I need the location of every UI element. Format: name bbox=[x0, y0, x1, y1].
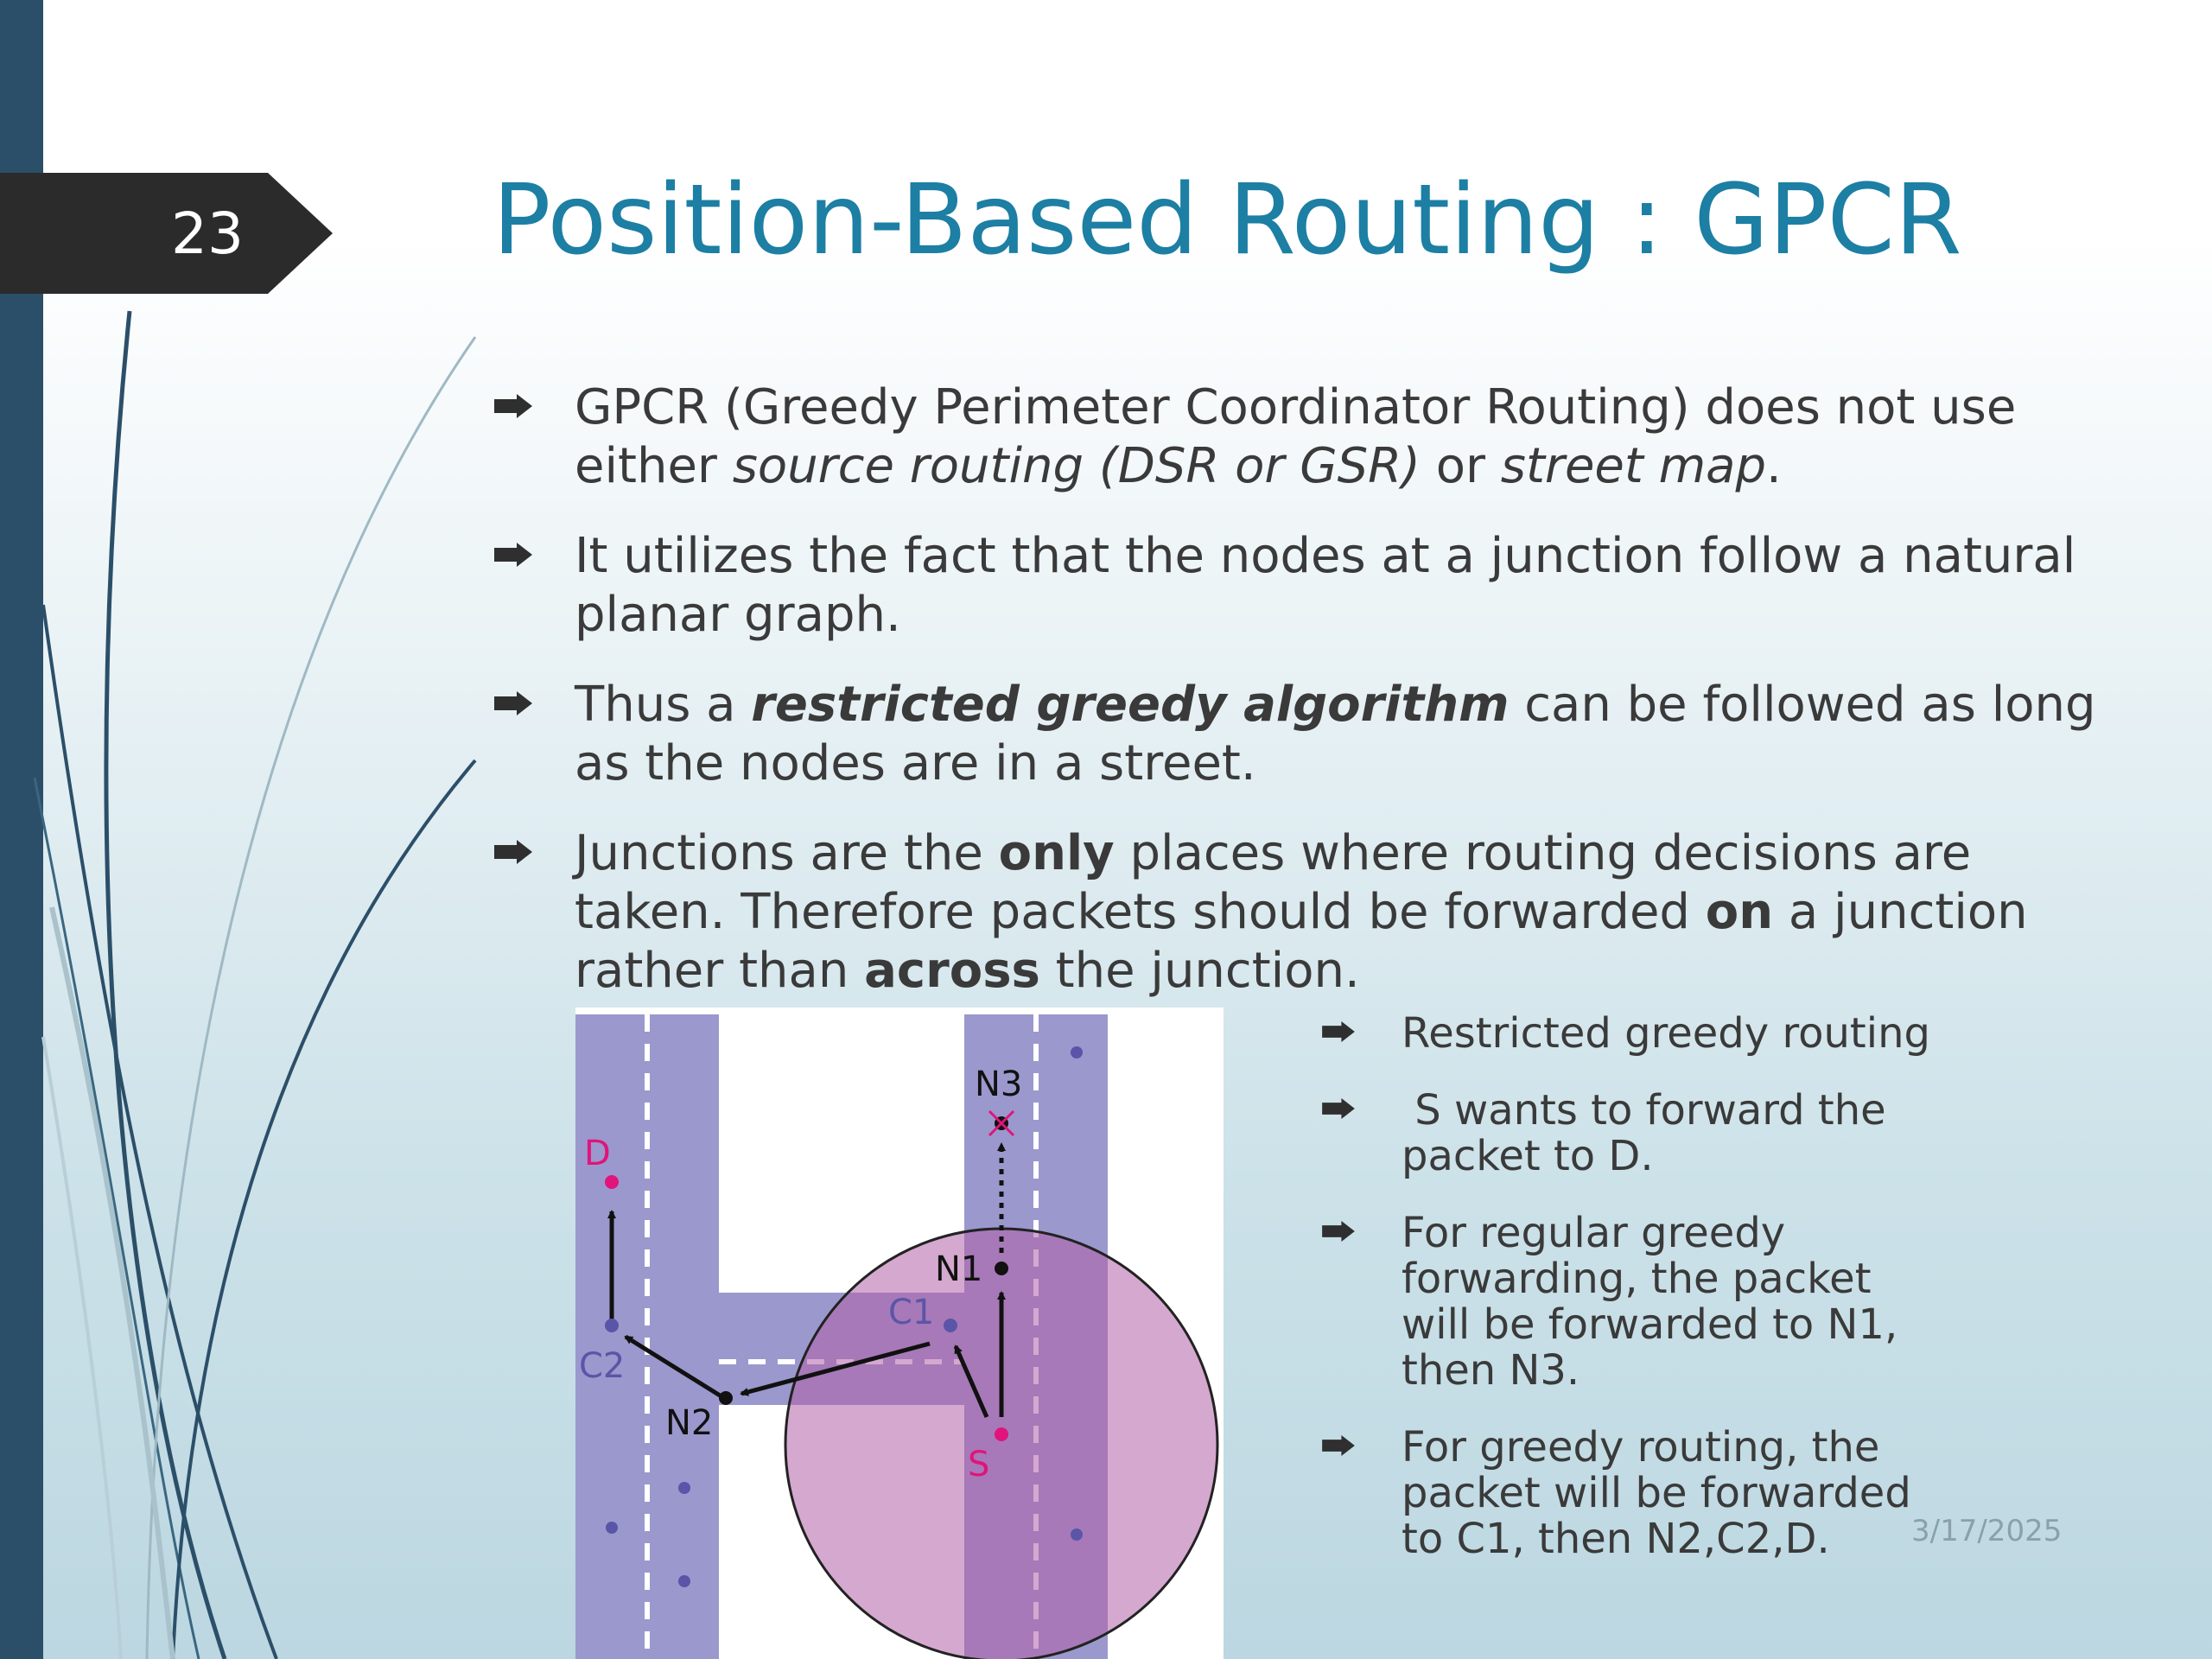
bullet-arrow-icon bbox=[494, 394, 532, 418]
bullet-text-segment: restricted greedy algorithm bbox=[751, 677, 1510, 733]
bullet-text-segment: . bbox=[1766, 438, 1782, 494]
bullet-arrow-icon bbox=[494, 840, 532, 864]
label-s: S bbox=[968, 1445, 989, 1484]
label-d: D bbox=[584, 1134, 611, 1173]
arrow-n2-to-c2 bbox=[624, 1334, 726, 1401]
bullet-arrow-icon bbox=[494, 543, 532, 567]
bullet-text-segment: across bbox=[864, 943, 1040, 999]
label-n2: N2 bbox=[665, 1403, 713, 1443]
blocked-x-icon bbox=[988, 1109, 1015, 1137]
note-text: S wants to forward the packet to D. bbox=[1402, 1086, 1899, 1180]
other-node bbox=[678, 1575, 690, 1587]
bullet-text-segment: on bbox=[1705, 884, 1774, 940]
bullet-item: Thus a restricted greedy algorithm can b… bbox=[494, 676, 2136, 793]
main-bullet-list: GPCR (Greedy Perimeter Coordinator Routi… bbox=[494, 378, 2136, 1032]
bullet-text-segment: a junction rather than bbox=[575, 884, 2028, 999]
slide-number: 23 bbox=[171, 200, 244, 267]
other-node bbox=[678, 1482, 690, 1494]
label-n3: N3 bbox=[975, 1065, 1022, 1104]
arrow-s-to-c1 bbox=[953, 1344, 989, 1419]
bullet-text-segment: Thus a bbox=[575, 677, 752, 733]
note-text: For regular greedy forwarding, the packe… bbox=[1402, 1209, 1898, 1395]
bullet-text-segment: or bbox=[1420, 438, 1501, 494]
bullet-arrow-icon bbox=[1322, 1221, 1355, 1242]
bullet-text-segment: GPCR (Greedy Perimeter Coordinator Routi… bbox=[575, 379, 2017, 494]
bullet-item: GPCR (Greedy Perimeter Coordinator Routi… bbox=[494, 378, 2136, 496]
note-item: Restricted greedy routing bbox=[1322, 1011, 1944, 1057]
note-item: For regular greedy forwarding, the packe… bbox=[1322, 1211, 1944, 1394]
node-n1 bbox=[995, 1262, 1008, 1275]
bullet-text-segment: can be followed as long as the nodes are… bbox=[575, 677, 2096, 791]
bullet-arrow-icon bbox=[494, 691, 532, 715]
bullet-arrow-icon bbox=[1322, 1021, 1355, 1042]
other-node bbox=[1071, 1046, 1083, 1058]
bullet-arrow-icon bbox=[1322, 1098, 1355, 1119]
node-n2 bbox=[719, 1391, 733, 1405]
bullet-text-segment: street map bbox=[1500, 438, 1767, 494]
label-n1: N1 bbox=[935, 1249, 982, 1289]
bullet-arrow-icon bbox=[1322, 1435, 1355, 1456]
node-c1 bbox=[944, 1319, 957, 1332]
slide-number-badge bbox=[0, 173, 333, 294]
node-c2 bbox=[605, 1319, 619, 1332]
diagram-notes-list: Restricted greedy routing S wants to for… bbox=[1322, 1011, 1944, 1593]
bullet-text-segment: source routing (DSR or GSR) bbox=[732, 438, 1421, 494]
bullet-item: Junctions are the only places where rout… bbox=[494, 824, 2136, 1001]
node-s bbox=[995, 1427, 1008, 1441]
bullet-text-segment: Junctions are the bbox=[575, 825, 999, 881]
note-text: Restricted greedy routing bbox=[1402, 1009, 1930, 1058]
bullet-text-segment: only bbox=[998, 825, 1115, 881]
note-item: For greedy routing, the packet will be f… bbox=[1322, 1425, 1944, 1562]
other-node bbox=[606, 1522, 618, 1534]
slide-title: Position-Based Routing : GPCR bbox=[493, 164, 1962, 276]
note-item: S wants to forward the packet to D. bbox=[1322, 1088, 1944, 1179]
label-c2: C2 bbox=[579, 1346, 625, 1386]
other-node bbox=[1071, 1529, 1083, 1541]
bullet-text-segment: It utilizes the fact that the nodes at a… bbox=[575, 528, 2076, 643]
bullet-item: It utilizes the fact that the nodes at a… bbox=[494, 527, 2136, 645]
slide-date: 3/17/2025 bbox=[1911, 1514, 2063, 1548]
note-text: For greedy routing, the packet will be f… bbox=[1402, 1423, 1911, 1563]
bullet-text-segment: the junction. bbox=[1039, 943, 1360, 999]
bullet-text-segment: places where routing decisions are taken… bbox=[575, 825, 1972, 940]
decorative-curves bbox=[33, 310, 477, 1659]
label-c1: C1 bbox=[888, 1293, 934, 1332]
node-d bbox=[605, 1175, 619, 1189]
arrow-c1-to-n2 bbox=[740, 1341, 931, 1396]
gpcr-junction-diagram: D C2 N2 C1 N1 N3 S bbox=[575, 1007, 1224, 1659]
